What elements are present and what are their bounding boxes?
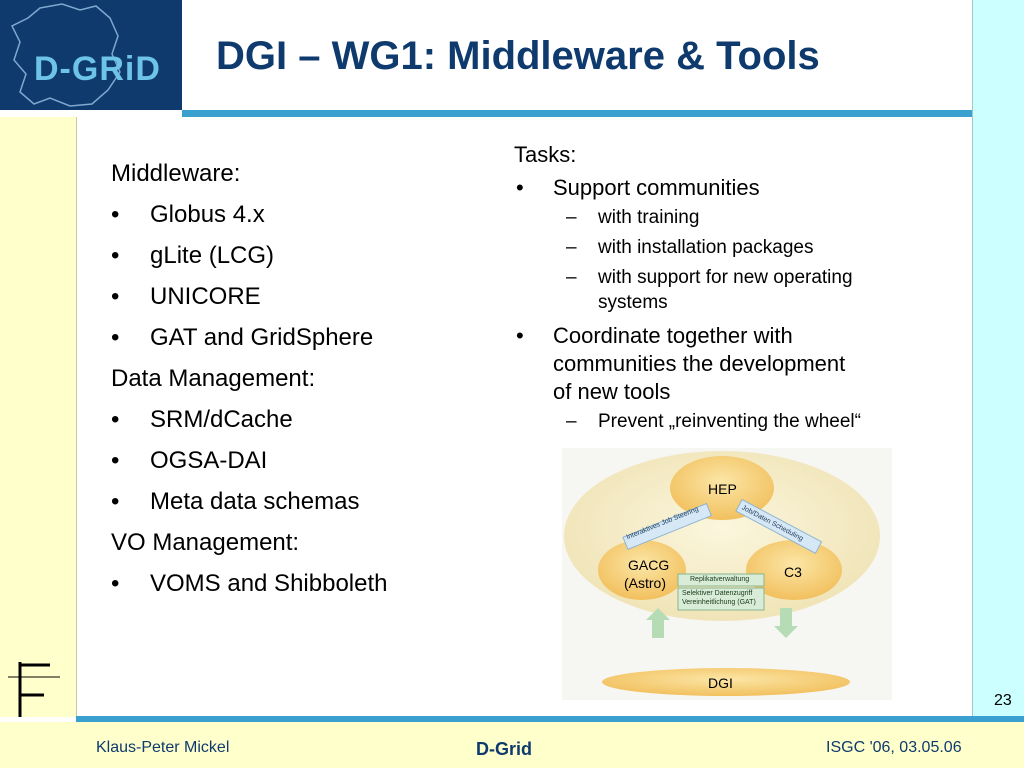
dash-icon: – bbox=[566, 207, 577, 228]
vereinheitlichung-label: Vereinheitlichung (GAT) bbox=[682, 599, 756, 606]
gacg-ellipse bbox=[598, 540, 686, 600]
left-decor-strip bbox=[0, 117, 77, 725]
subtask-text: Prevent „reinventing the wheel“ bbox=[598, 411, 861, 432]
task-coordinate-line: communities the development bbox=[553, 351, 846, 376]
list-item: • VOMS and Shibboleth bbox=[111, 570, 387, 598]
list-item: • Globus 4.x bbox=[111, 201, 265, 229]
list-item-text: SRM/dCache bbox=[150, 406, 293, 433]
list-item-text: UNICORE bbox=[150, 283, 261, 310]
datenzugriff-label: Selektiver Datenzugriff bbox=[682, 590, 753, 597]
list-item: • Meta data schemas bbox=[111, 488, 359, 516]
c3-label: C3 bbox=[784, 564, 802, 580]
list-item: • GAT and GridSphere bbox=[111, 324, 373, 352]
subtask-text: with installation packages bbox=[598, 237, 814, 258]
dgrid-logo: D-GRiD bbox=[0, 0, 182, 110]
list-item-text: Meta data schemas bbox=[150, 488, 360, 515]
list-item-text: Globus 4.x bbox=[150, 201, 265, 228]
list-item: • gLite (LCG) bbox=[111, 242, 274, 270]
slide-title: DGI – WG1: Middleware & Tools bbox=[216, 34, 820, 78]
dash-icon: – bbox=[566, 411, 577, 432]
list-item-text: GAT and GridSphere bbox=[150, 324, 374, 351]
list-item-text: OGSA-DAI bbox=[150, 447, 268, 474]
bullet-icon: • bbox=[516, 175, 524, 200]
tasks-heading: Tasks: bbox=[514, 142, 577, 167]
arrow-down-icon bbox=[774, 608, 798, 638]
task-coordinate-line: Coordinate together with bbox=[553, 323, 793, 348]
replika-label-box bbox=[677, 573, 765, 587]
task-coordinate-line: of new tools bbox=[553, 379, 671, 404]
bullet-icon: • bbox=[111, 570, 120, 597]
bullet-icon: • bbox=[516, 323, 524, 348]
list-item: • UNICORE bbox=[111, 283, 261, 311]
replika-label: Replikatverwaltung bbox=[690, 576, 750, 583]
f-emblem-icon bbox=[8, 662, 60, 725]
steering-label-box bbox=[622, 502, 712, 550]
task-support-communities: Support communities bbox=[553, 175, 760, 200]
datenzugriff-label-box bbox=[677, 587, 765, 611]
diagram-shapes bbox=[564, 451, 880, 696]
gacg-label-line2: (Astro) bbox=[624, 575, 666, 591]
hep-label: HEP bbox=[708, 481, 737, 497]
c3-ellipse bbox=[746, 540, 842, 600]
footer-divider bbox=[76, 716, 1024, 722]
footer-center: D-Grid bbox=[476, 739, 532, 759]
dash-icon: – bbox=[566, 237, 577, 258]
title-divider bbox=[182, 110, 1024, 117]
list-item: • OGSA-DAI bbox=[111, 447, 267, 475]
data-management-heading: Data Management: bbox=[111, 365, 316, 392]
middleware-heading: Middleware: bbox=[111, 160, 241, 187]
bullet-icon: • bbox=[111, 324, 120, 351]
bullet-icon: • bbox=[111, 283, 120, 310]
list-item-text: VOMS and Shibboleth bbox=[150, 570, 388, 597]
scheduling-label-box bbox=[735, 498, 823, 554]
bullet-icon: • bbox=[111, 406, 120, 433]
vo-management-heading: VO Management: bbox=[111, 529, 300, 556]
subtask-text: systems bbox=[598, 292, 668, 313]
footer-author: Klaus-Peter Mickel bbox=[96, 739, 230, 756]
list-item: • SRM/dCache bbox=[111, 406, 293, 434]
bullet-icon: • bbox=[111, 242, 120, 269]
list-item-text: gLite (LCG) bbox=[150, 242, 275, 269]
bullet-icon: • bbox=[111, 201, 120, 228]
dgi-ellipse bbox=[602, 668, 850, 696]
gacg-label-line1: GACG bbox=[628, 557, 670, 573]
bullet-icon: • bbox=[111, 447, 120, 474]
slide-number: 23 bbox=[994, 692, 1012, 709]
logo-text: D-GRiD bbox=[34, 50, 161, 88]
right-decor-strip bbox=[972, 0, 1024, 717]
germany-map-icon bbox=[10, 3, 121, 107]
bullet-icon: • bbox=[111, 488, 120, 515]
dgi-label: DGI bbox=[708, 675, 733, 691]
footer: Klaus-Peter Mickel D-Grid ISGC '06, 03.0… bbox=[0, 722, 1024, 768]
dash-icon: – bbox=[566, 267, 577, 288]
arrow-up-icon bbox=[646, 608, 670, 638]
community-diagram: HEP GACG (Astro) C3 DGI Interaktives Job… bbox=[562, 448, 892, 700]
footer-event: ISGC '06, 03.05.06 bbox=[826, 739, 962, 756]
subtask-text: with training bbox=[598, 207, 700, 228]
subtask-text: with support for new operating bbox=[598, 267, 853, 288]
